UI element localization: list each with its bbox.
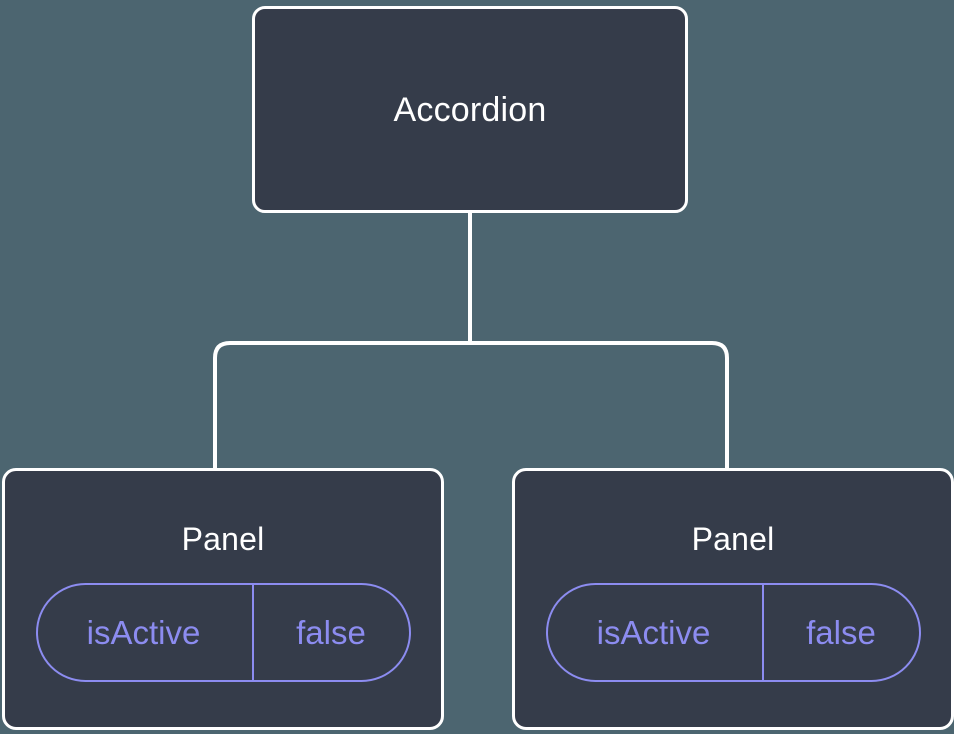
- node-panel-left-label: Panel: [181, 521, 265, 557]
- connector-branch-right: [468, 341, 729, 470]
- connector-branch-left: [213, 341, 472, 470]
- node-panel-right[interactable]: Panel isActive false: [512, 468, 954, 730]
- prop-badge-isactive-left[interactable]: isActive false: [35, 583, 411, 682]
- node-accordion[interactable]: Accordion: [252, 6, 688, 213]
- prop-value-label: false: [251, 585, 409, 680]
- prop-key-label: isActive: [86, 614, 201, 651]
- node-panel-right-label: Panel: [691, 521, 775, 557]
- node-panel-left[interactable]: Panel isActive false: [2, 468, 444, 730]
- prop-badge-isactive-right[interactable]: isActive false: [545, 583, 921, 682]
- node-accordion-label: Accordion: [393, 90, 547, 129]
- prop-key-label: isActive: [596, 614, 711, 651]
- prop-value-label: false: [761, 585, 919, 680]
